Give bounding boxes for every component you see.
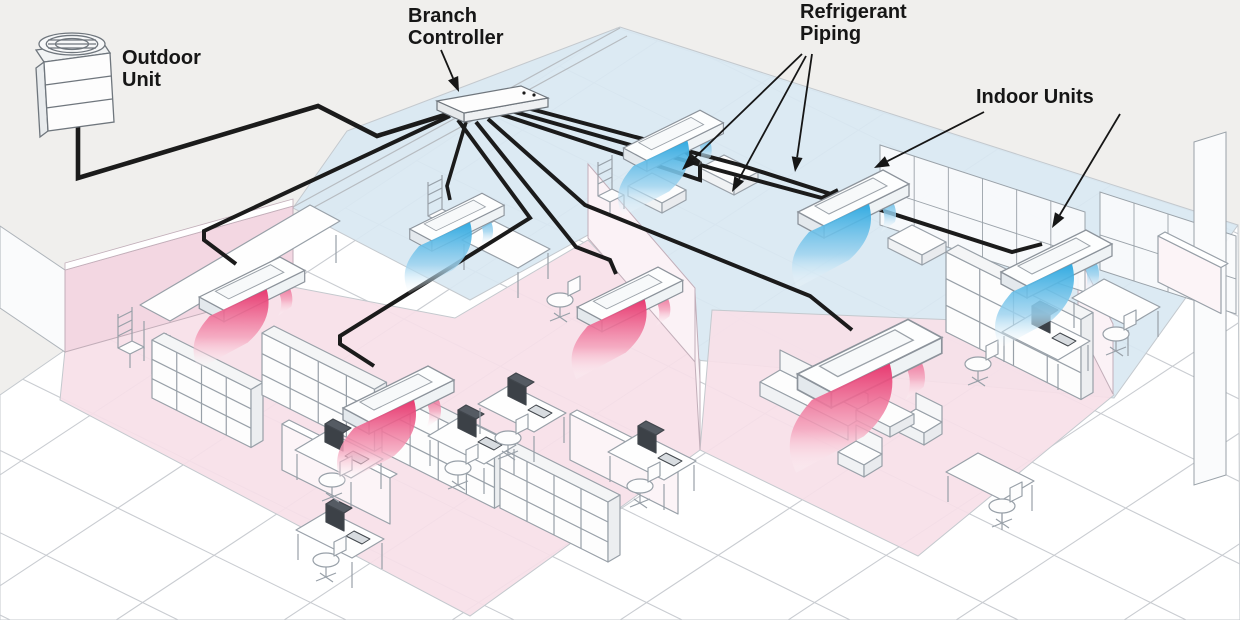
indoor-units-label: Indoor Units <box>976 86 1094 108</box>
furniture-chair <box>964 339 999 387</box>
indoor-units-arrow-2 <box>1052 113 1121 228</box>
branch-controller-label-line2: Controller <box>408 27 504 49</box>
unit-top-panel <box>637 116 705 151</box>
furniture-chair <box>494 413 529 461</box>
cool-air-stream <box>792 204 871 288</box>
furniture-shelf <box>499 440 621 563</box>
refrigerant-pipe-branch <box>499 112 702 183</box>
indoor-unit-5 <box>193 256 307 370</box>
unit-top-panel <box>214 264 285 300</box>
indoor-unit-8 <box>789 318 944 473</box>
cool-air-stream <box>618 140 690 217</box>
refrigerant-arrow-2 <box>732 55 807 192</box>
furniture-partition <box>1157 231 1229 315</box>
warm-air-stream <box>337 400 416 484</box>
unit-top-panel <box>358 373 434 411</box>
furniture-pcdesk <box>427 404 517 494</box>
refrigerant-pipe-branch <box>474 120 618 275</box>
outdoor-unit-label-line1: Outdoor <box>122 47 201 69</box>
office-left-wall <box>694 291 701 451</box>
refrigerant-pipe-branch <box>486 117 854 332</box>
branch-controller-label-line1: Branch <box>408 5 477 27</box>
indoor-unit-7 <box>571 266 685 380</box>
furniture-table <box>887 224 947 266</box>
furniture-chair <box>626 461 661 509</box>
furniture-pcdesk <box>295 498 385 588</box>
furniture-chair <box>988 481 1023 529</box>
refrigerant-piping-label-line2: Piping <box>800 23 861 45</box>
refrigerant-pipe-main <box>75 103 449 182</box>
refrigerant-pipe-branch <box>338 118 533 368</box>
indoor-unit-3 <box>792 169 911 288</box>
refrigerant-arrow-3 <box>682 53 803 170</box>
refrigerant-arrow-1 <box>791 53 813 172</box>
unit-top-panel <box>592 274 663 310</box>
branch-controller-arrow <box>440 49 459 92</box>
refrigerant-pipe-branch <box>202 114 451 266</box>
furniture-chair <box>1102 309 1137 357</box>
warm-air-stream <box>571 299 647 380</box>
furniture-chair <box>546 275 581 323</box>
furniture-counter <box>139 204 341 363</box>
cool-air-stream <box>404 222 472 294</box>
unit-top-panel <box>813 177 889 215</box>
indoor-unit-4 <box>995 229 1114 348</box>
furniture-chair <box>444 443 479 491</box>
outdoor-unit-label-line2: Unit <box>122 69 161 91</box>
unit-top-panel <box>423 199 487 232</box>
indoor-unit-6 <box>337 365 456 484</box>
unit-top-panel <box>818 329 915 378</box>
furniture-pcdesk <box>477 372 567 462</box>
cool-air-stream <box>995 264 1074 348</box>
furniture-pcdesk <box>607 420 697 510</box>
indoor-units-arrow-1 <box>874 111 985 168</box>
refrigerant-pipe-branch <box>445 121 468 201</box>
furniture-chair <box>312 535 347 583</box>
indoor-unit-1 <box>404 192 506 294</box>
warm-air-stream <box>789 363 893 473</box>
indoor-unit-2 <box>618 109 725 217</box>
furniture-desk <box>1071 278 1161 356</box>
branch-controller <box>434 85 551 123</box>
furniture-ladderchair <box>117 307 145 368</box>
refrigerant-piping-label-line1: Refrigerant <box>800 1 907 23</box>
unit-top-panel <box>1016 237 1092 275</box>
outdoor-unit <box>34 32 115 139</box>
furniture-armchair <box>837 424 883 478</box>
warm-air-stream <box>193 289 269 370</box>
